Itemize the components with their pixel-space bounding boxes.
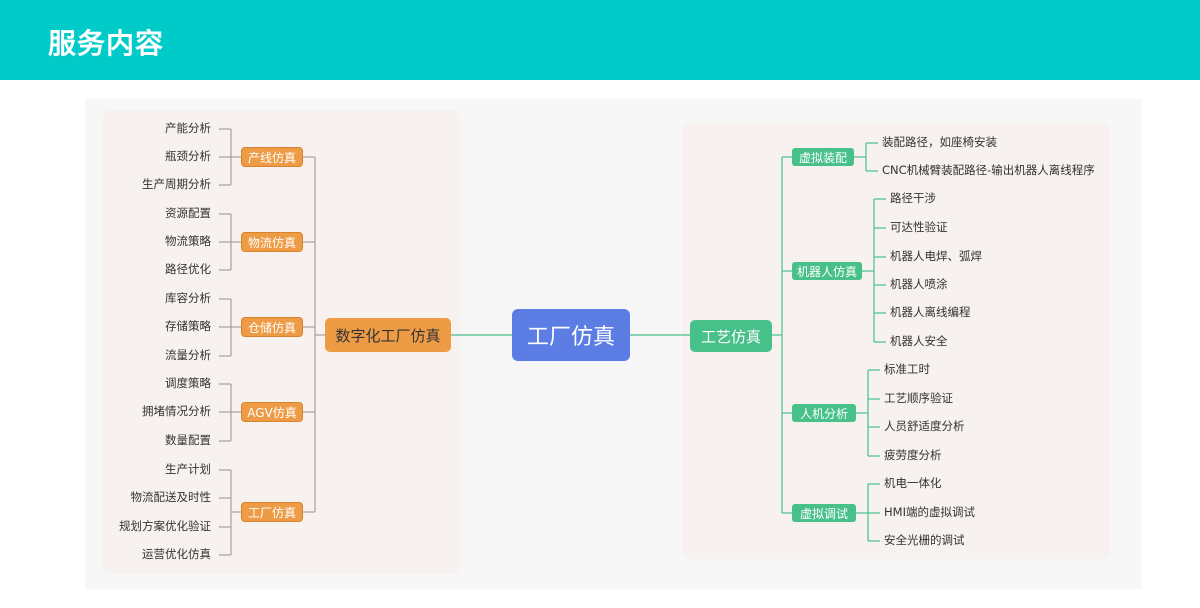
branch-node-right: 虚拟调试: [792, 504, 856, 522]
leaf-right: 路径干涉: [890, 191, 936, 205]
leaf-left: 路径优化: [165, 262, 211, 276]
leaf-left: 生产计划: [165, 462, 211, 476]
leaf-right: 机器人安全: [890, 334, 948, 348]
leaf-right: HMI端的虚拟调试: [884, 505, 975, 519]
leaf-left: 库容分析: [165, 291, 211, 305]
branch-node-right: 人机分析: [792, 404, 856, 422]
leaf-left: 拥堵情况分析: [142, 404, 211, 418]
leaf-right: 机电一体化: [884, 476, 942, 490]
branch-node-left: 产线仿真: [241, 147, 303, 167]
leaf-right: 机器人喷涂: [890, 277, 948, 291]
leaf-right: 疲劳度分析: [884, 448, 942, 462]
leaf-left: 规划方案优化验证: [119, 519, 211, 533]
center-node: 工厂仿真: [512, 309, 630, 361]
branch-node-left: AGV仿真: [241, 402, 303, 422]
leaf-left: 流量分析: [165, 348, 211, 362]
leaf-right: 机器人离线编程: [890, 305, 971, 319]
main-node-left: 数字化工厂仿真: [325, 318, 451, 352]
leaf-right: CNC机械臂装配路径-输出机器人离线程序: [882, 163, 1095, 177]
leaf-left: 资源配置: [165, 206, 211, 220]
leaf-right: 人员舒适度分析: [884, 419, 965, 433]
leaf-right: 标准工时: [884, 362, 930, 376]
leaf-left: 生产周期分析: [142, 177, 211, 191]
branch-node-left: 物流仿真: [241, 232, 303, 252]
main-node-right: 工艺仿真: [690, 320, 772, 352]
branch-node-right: 机器人仿真: [792, 262, 862, 280]
leaf-right: 装配路径，如座椅安装: [882, 135, 997, 149]
header-bar: 服务内容: [0, 0, 1200, 80]
leaf-left: 运营优化仿真: [142, 547, 211, 561]
leaf-left: 物流策略: [165, 234, 211, 248]
leaf-left: 产能分析: [165, 121, 211, 135]
leaf-left: 瓶颈分析: [165, 149, 211, 163]
branch-node-right: 虚拟装配: [792, 148, 854, 166]
leaf-right: 安全光栅的调试: [884, 533, 965, 547]
leaf-left: 存储策略: [165, 319, 211, 333]
branch-node-left: 工厂仿真: [241, 502, 303, 522]
branch-node-left: 仓储仿真: [241, 317, 303, 337]
page-title: 服务内容: [48, 27, 165, 60]
leaf-right: 机器人电焊、弧焊: [890, 249, 982, 263]
leaf-left: 数量配置: [165, 433, 211, 447]
leaf-right: 工艺顺序验证: [884, 391, 953, 405]
leaf-right: 可达性验证: [890, 220, 948, 234]
leaf-left: 调度策略: [165, 376, 211, 390]
leaf-left: 物流配送及时性: [130, 490, 212, 504]
